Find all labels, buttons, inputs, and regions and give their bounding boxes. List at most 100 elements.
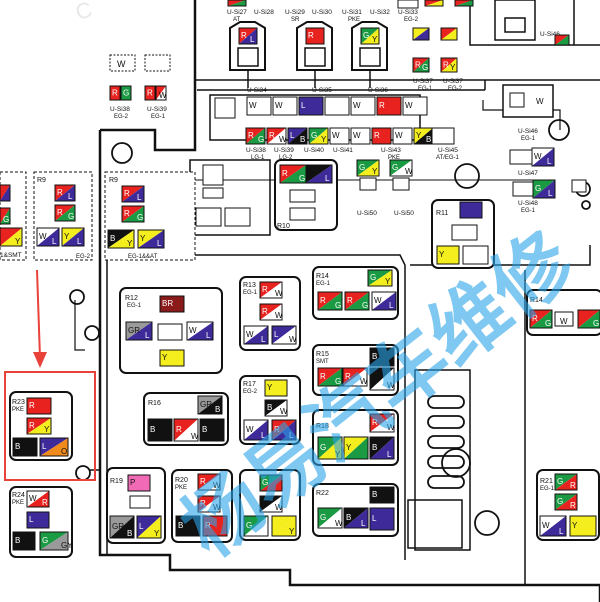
wire-cell: B [175, 515, 201, 537]
wire-code: B [110, 234, 115, 243]
relay-note: PKE [12, 407, 24, 413]
left-edge-label: 1&SMT [0, 252, 22, 259]
wire-code: L [559, 527, 564, 536]
wire-cell: Y [159, 349, 185, 367]
wire-code: Y [372, 35, 378, 44]
wire-code: G [362, 301, 368, 310]
wire-cell: BY [107, 229, 135, 249]
relay-name: R10 [277, 223, 290, 230]
wire-code: BR [162, 299, 173, 308]
wire-cell: RG [317, 291, 343, 311]
wire-cell: W [329, 127, 350, 145]
wire-cell: WL [36, 227, 60, 247]
wire-code: W [353, 131, 361, 140]
wire-code: G [137, 213, 143, 222]
header-label: U-Si30 [312, 9, 332, 16]
wire-code: R [570, 501, 576, 510]
wire-code: B [300, 135, 305, 144]
wire-code: GR [112, 522, 124, 531]
wire-cell: WL [531, 147, 555, 167]
wire-cell [440, 27, 458, 41]
wire-code: B [150, 425, 155, 434]
wire-code: P [130, 478, 135, 487]
wire-code: W [29, 494, 37, 503]
wire-cell: W [272, 96, 298, 116]
connector-label: U-Si36 [368, 87, 388, 94]
relay-name: R14 [316, 273, 329, 280]
wire-code: R [124, 189, 130, 198]
wire-code: Y [127, 239, 133, 248]
wire-cell: B [12, 531, 36, 551]
wire-code: W [213, 503, 221, 512]
wire-code: Y [572, 521, 578, 530]
relay-name: R13 [243, 282, 256, 289]
wire-code: R [205, 521, 211, 530]
wire-cell: BR [159, 295, 185, 313]
relay-note: EG-1 [127, 303, 142, 309]
wire-code: W [332, 131, 340, 140]
connector-label: U-Si50 [357, 210, 377, 217]
highlight-callout [4, 269, 96, 481]
wire-cell [554, 34, 570, 46]
wire-cell: RW [369, 413, 395, 433]
wire-code: G [335, 377, 341, 386]
relay-name: R11 [436, 210, 448, 217]
relay-note: EG-1 [243, 290, 258, 296]
wire-code: W [189, 326, 197, 335]
wire-cell: WL [539, 515, 567, 537]
wire-cell: W [392, 127, 413, 145]
wire-code: R [124, 209, 130, 218]
wire-code: L [289, 431, 294, 440]
wire-code: G [557, 497, 563, 506]
relay-note: PKE [12, 500, 24, 506]
connector-label: U-Si37 [443, 78, 463, 85]
header-label: U-Si29 [285, 9, 305, 16]
wire-code: Y [140, 234, 146, 243]
wire-code: W [542, 521, 550, 530]
connector-label: U-Si40 [304, 147, 324, 154]
wire-cell: RG [317, 367, 343, 387]
wire-code: R [379, 101, 385, 110]
wire-code: R [112, 88, 118, 97]
relay-note: EG-1 [540, 486, 555, 492]
connector-label: U-Si45 [438, 147, 458, 154]
connector-sub: EG-2 [448, 86, 463, 92]
wire-cell: W [350, 127, 371, 145]
wire-code: G [392, 163, 398, 172]
wire-cell [0, 184, 11, 202]
wire-code: B [178, 521, 183, 530]
wire-code: W [395, 131, 403, 140]
connector-label: U-Si43 [381, 147, 401, 154]
wire-code: L [139, 522, 144, 531]
top-cell [424, 0, 444, 7]
wire-cell [412, 27, 430, 41]
relay-name: R9 [37, 177, 46, 184]
wire-code: R [29, 421, 35, 430]
wire-code: G [3, 215, 9, 224]
wire-code: G [311, 131, 317, 140]
wire-code: R [57, 188, 63, 197]
wire-cell: LO [39, 437, 69, 457]
wire-code: G [123, 88, 129, 97]
wire-cell: YL [137, 229, 165, 249]
wire-cell: GW [317, 507, 343, 529]
wire-code: Y [372, 167, 378, 176]
wire-code: R [345, 372, 351, 381]
header-label: U-Si31 [342, 9, 362, 16]
wire-code: R [57, 208, 63, 217]
wire-code: L [206, 331, 211, 340]
wire-cell: WL [186, 321, 214, 341]
connector-sub: EG-2 [114, 114, 129, 120]
wire-cell: B [199, 418, 225, 442]
wire-code: G [363, 31, 369, 40]
connector-label: U-Si35 [312, 87, 332, 94]
wire-code: R [320, 296, 326, 305]
wire-cell: G [259, 474, 283, 492]
wire-code: R [443, 60, 449, 69]
